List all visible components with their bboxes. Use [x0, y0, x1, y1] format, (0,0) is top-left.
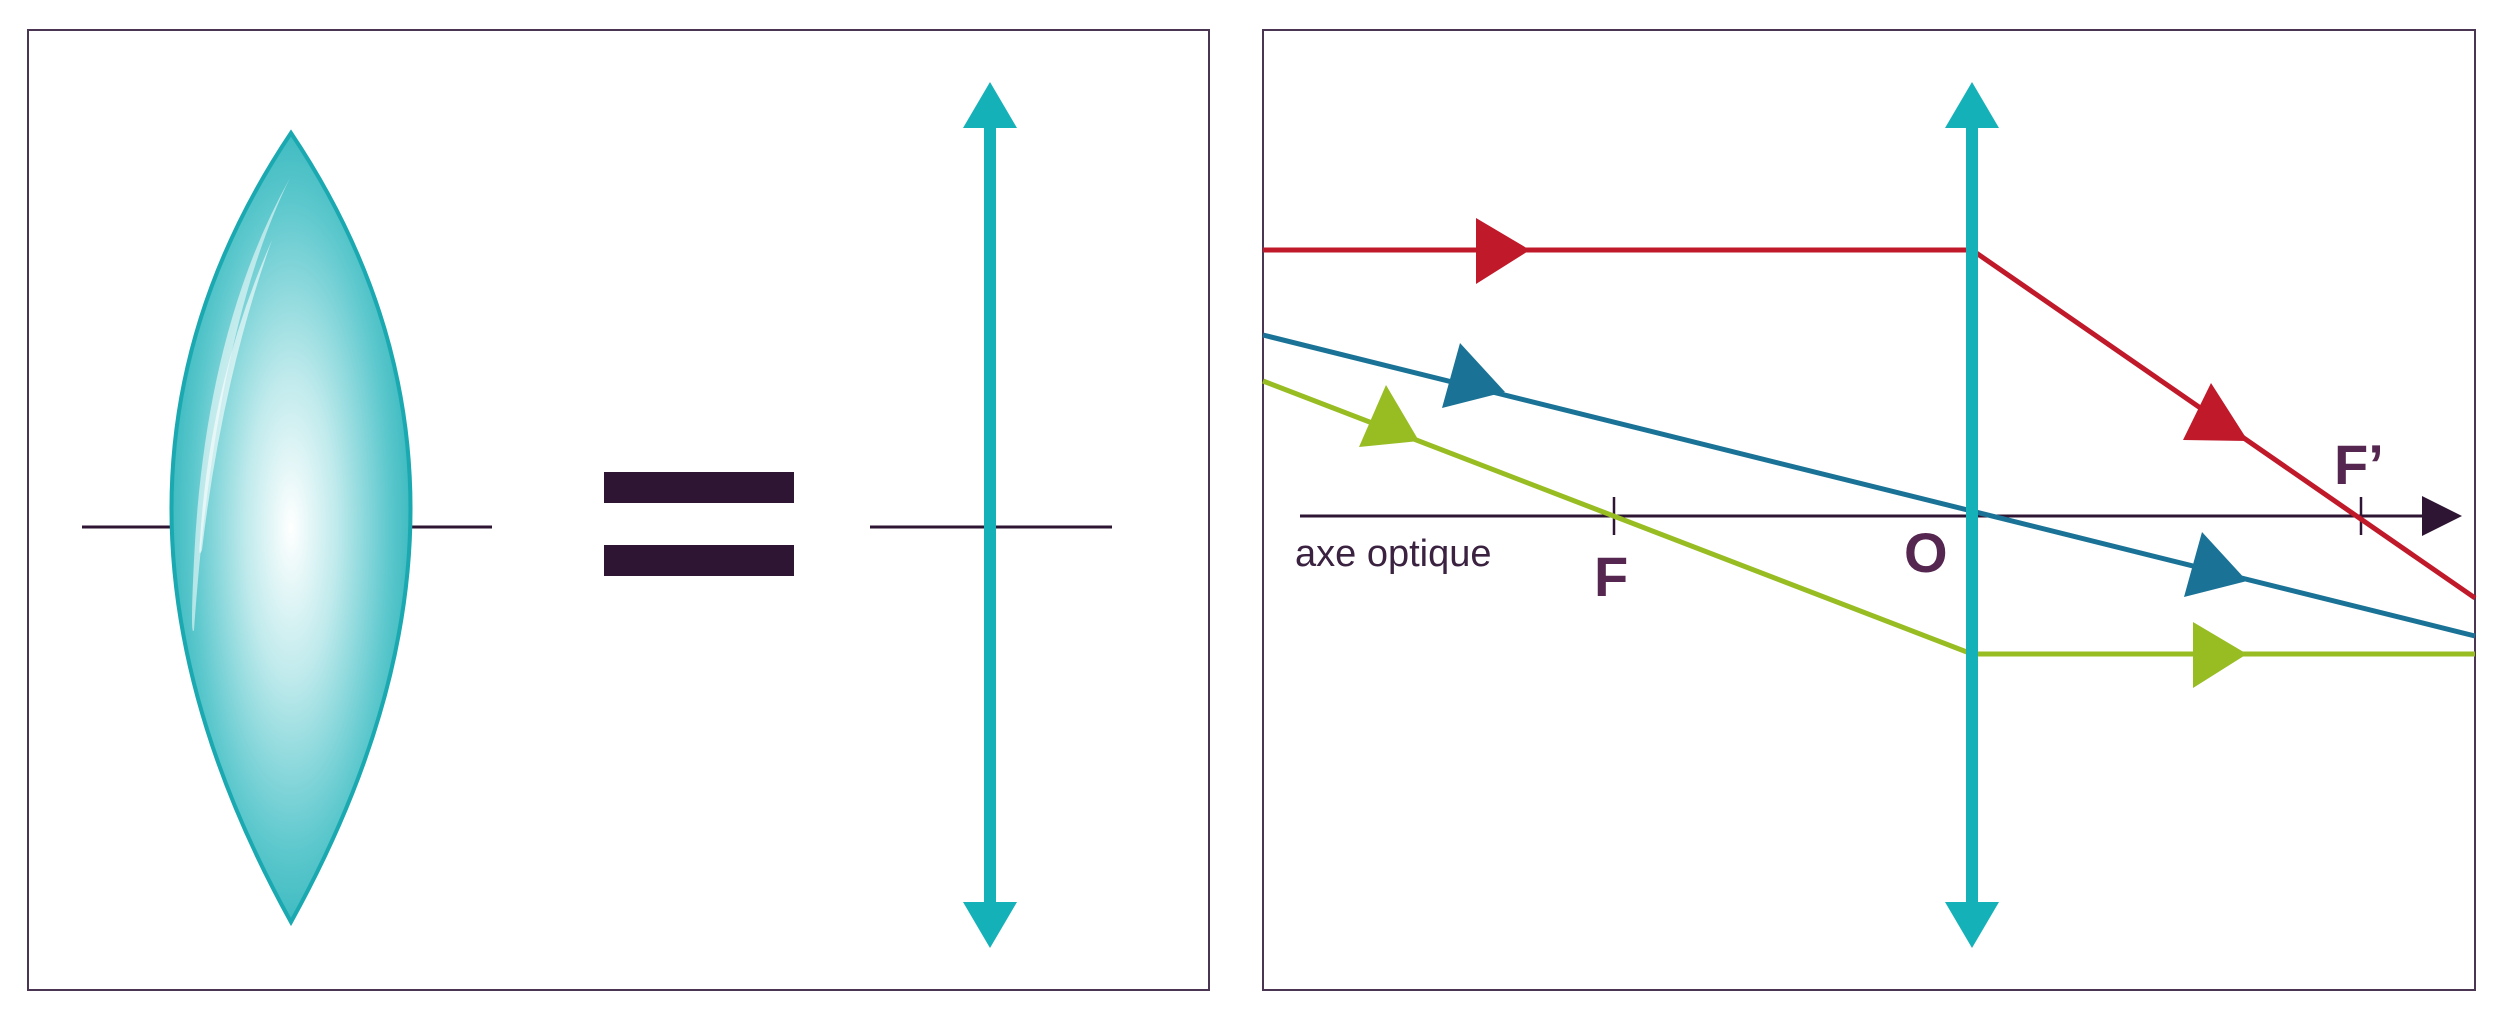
axis-label: axe optique — [1295, 533, 1492, 575]
right-panel-frame — [1262, 29, 2476, 991]
focus-image-label: F’ — [2334, 433, 2384, 496]
optical-axis — [1300, 496, 2462, 536]
focus-object-label: F — [1594, 545, 1628, 608]
ray-red-arrow-1 — [1476, 218, 1530, 284]
arrow-up-icon — [1945, 82, 1999, 128]
ray-green-arrow-2 — [2193, 622, 2247, 688]
ray-blue-arrow-2 — [2184, 532, 2247, 597]
ray-blue-arrow-1 — [1442, 343, 1505, 408]
axis-arrow-icon — [2422, 496, 2462, 536]
lens-highlight — [192, 178, 290, 632]
arrow-up-icon — [963, 82, 1017, 128]
convergent-lens-symbol — [963, 82, 1017, 948]
left-panel — [27, 29, 1210, 991]
arrow-down-icon — [1945, 902, 1999, 948]
ray-red-arrow-2 — [2183, 383, 2248, 441]
ray-green-arrow-1 — [1359, 385, 1419, 447]
right-panel: axe optique F O F’ — [1262, 29, 2477, 991]
center-label: O — [1904, 521, 1948, 584]
arrow-down-icon — [963, 902, 1017, 948]
equals-sign — [604, 472, 794, 576]
ray-blue — [1262, 332, 2476, 639]
convergent-lens-symbol-right — [1945, 82, 1999, 948]
